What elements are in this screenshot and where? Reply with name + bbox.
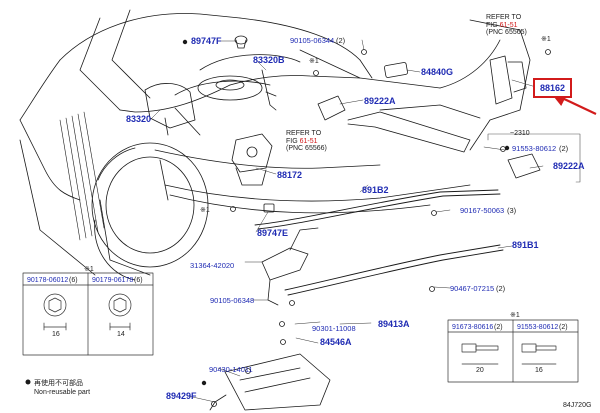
part-label-90467-07215[interactable]: 90467-07215	[450, 284, 495, 293]
clip-89747F-drawing	[234, 35, 248, 49]
bracket-83320B-drawing	[261, 69, 277, 111]
part-label-89429F[interactable]: 89429F	[166, 391, 197, 401]
refer-to-fig-note-center: REFER TO FIG 61-51 (PNC 65566)	[286, 130, 327, 153]
non-reusable-marker: ※1	[510, 312, 520, 319]
qty-90105-06344: (2)	[336, 36, 346, 45]
date-range-box	[487, 133, 581, 183]
fastener-marks	[211, 49, 551, 407]
actuator-89429F-drawing	[209, 353, 331, 411]
harness-31364-drawing	[261, 227, 319, 306]
qty-90178-06012: (6)	[69, 277, 78, 284]
part-label-90301-11008[interactable]: 90301-11008	[312, 324, 356, 333]
part-label-90178-06012[interactable]: 90178-06012	[27, 277, 69, 284]
part-label-891B2[interactable]: 891B2	[362, 185, 389, 195]
part-label-89222A[interactable]: 89222A	[364, 96, 396, 106]
part-label-89222A-right[interactable]: 89222A	[553, 161, 585, 171]
part-label-88162-highlighted[interactable]: 88162	[533, 78, 573, 98]
non-reusable-marker: ※1	[200, 207, 210, 214]
view-arrow	[347, 111, 471, 153]
part-label-88172[interactable]: 88172	[277, 170, 303, 180]
dimension-16: 16	[52, 331, 60, 338]
legend-en: Non-reusable part	[34, 389, 91, 396]
refer-line-3: (PNC 65565)	[486, 29, 527, 37]
refer-line-3: (PNC 65566)	[286, 145, 327, 153]
vehicle-body-outline	[19, 9, 531, 276]
qty-90179-06178: (6)	[134, 277, 143, 284]
qty-90167-50063: (3)	[507, 206, 517, 215]
figure-code: 84J720G	[563, 402, 592, 409]
qty-91553-80612: (2)	[559, 144, 569, 153]
dimension-16: 16	[535, 367, 543, 374]
clip-89747E-drawing	[263, 203, 275, 213]
part-label-83320B[interactable]: 83320B	[253, 55, 285, 65]
fastener-detail-box-right	[447, 319, 579, 383]
part-label-83320[interactable]: 83320	[126, 114, 152, 124]
wheel-drawing	[91, 142, 209, 281]
fastener-detail-box-left	[22, 272, 154, 356]
part-label-89747E[interactable]: 89747E	[257, 228, 289, 238]
fender-stripes	[59, 111, 105, 241]
part-label-31364-42020[interactable]: 31364-42020	[190, 261, 235, 270]
part-label-90430-14011[interactable]: 90430-14011	[209, 365, 253, 374]
part-label-84546A[interactable]: 84546A	[320, 337, 352, 347]
refer-line-1: REFER TO	[486, 14, 522, 21]
date-range-label: ~2310	[510, 130, 530, 137]
refer-to-fig-note-top: REFER TO FIG 61-51 (PNC 65565)	[486, 14, 527, 37]
fig-word: FIG	[486, 21, 500, 29]
harness-891B1-drawing	[284, 244, 504, 296]
fig-word: FIG	[286, 137, 300, 145]
bracket-88162-drawing	[489, 55, 527, 105]
fig-link-61-51[interactable]: 61-51	[299, 137, 318, 145]
non-reusable-marker: ※1	[84, 266, 94, 273]
refer-line-2: FIG 61-51	[486, 22, 527, 30]
qty-91553-80612-detail: (2)	[559, 324, 568, 331]
harness-891B2-drawing	[254, 189, 501, 230]
sensor-89222A-drawing	[317, 95, 346, 121]
non-reusable-marker: ※1	[541, 36, 551, 43]
part-dots	[182, 39, 510, 386]
part-label-91553-80612[interactable]: 91553-80612	[512, 144, 557, 153]
part-label-90105-06348[interactable]: 90105-06348	[210, 296, 255, 305]
refer-line-1: REFER TO	[286, 130, 322, 137]
part-label-89413A[interactable]: 89413A	[378, 319, 410, 329]
part-label-91553-80612-detail[interactable]: 91553-80612	[517, 324, 559, 331]
refer-line-2: FIG 61-51	[286, 138, 327, 146]
fig-link-61-51[interactable]: 61-51	[499, 21, 518, 29]
dimension-14: 14	[117, 331, 125, 338]
qty-90467-07215: (2)	[496, 284, 506, 293]
non-reusable-marker: ※1	[309, 58, 319, 65]
part-label-90179-06178[interactable]: 90179-06178	[92, 277, 134, 284]
part-label-90167-50063[interactable]: 90167-50063	[460, 206, 505, 215]
switch-84840G-drawing	[384, 62, 408, 78]
part-label-89747F[interactable]: 89747F	[191, 36, 222, 46]
legend-marker	[25, 379, 31, 385]
part-label-84840G[interactable]: 84840G	[421, 67, 454, 77]
sensor-89222A-right-drawing	[507, 153, 541, 179]
leader-lines	[149, 39, 544, 403]
part-label-90105-06344[interactable]: 90105-06344	[290, 36, 335, 45]
dimension-20: 20	[476, 367, 484, 374]
part-label-91673-80616[interactable]: 91673-80616	[452, 324, 494, 331]
part-label-891B1[interactable]: 891B1	[512, 240, 539, 250]
qty-91673-80616: (2)	[494, 324, 503, 331]
fuel-tank-area	[144, 75, 263, 136]
legend-jp: 再使用不可部品	[34, 380, 83, 387]
sensor-88172-drawing	[231, 133, 273, 186]
